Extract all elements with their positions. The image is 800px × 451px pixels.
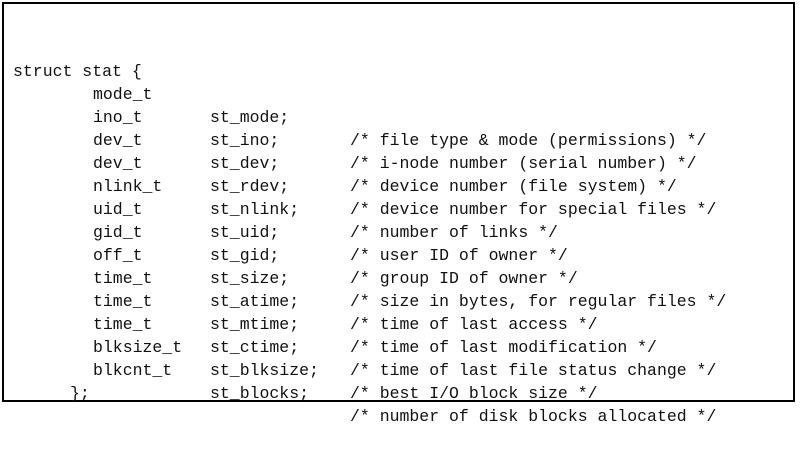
- field-line: blkcnt_t st_blocks; /* number of disk bl…: [4, 336, 716, 426]
- field-comment: /* user ID of owner */: [350, 246, 568, 265]
- field-line: ino_t st_ino; /* i-node number (serial n…: [4, 83, 697, 173]
- field-name: st_mode;: [210, 108, 290, 127]
- field-type: blkcnt_t: [93, 361, 173, 380]
- field-name: st_mtime;: [210, 315, 300, 334]
- field-name: st_atime;: [210, 292, 300, 311]
- field-line: time_t st_ctime; /* time of last file st…: [4, 290, 716, 380]
- field-comment: /* number of links */: [350, 223, 558, 242]
- field-type: uid_t: [93, 200, 143, 219]
- field-comment: /* device number (file system) */: [350, 177, 677, 196]
- field-name: st_rdev;: [210, 177, 290, 196]
- field-line: time_t st_atime; /* time of last access …: [4, 244, 598, 334]
- field-type: dev_t: [93, 154, 143, 173]
- struct-header-line: struct stat {: [4, 37, 142, 81]
- field-comment: /* best I/O block size */: [350, 384, 598, 403]
- field-comment: /* number of disk blocks allocated */: [350, 407, 717, 426]
- field-name: st_ctime;: [210, 338, 300, 357]
- field-line: nlink_t st_nlink; /* number of links */: [4, 152, 558, 242]
- field-type: time_t: [93, 269, 153, 288]
- field-line: dev_t st_rdev; /* device number for spec…: [4, 129, 716, 219]
- field-line: uid_t st_uid; /* user ID of owner */: [4, 175, 568, 265]
- struct-footer: };: [70, 384, 90, 403]
- field-name: st_blocks;: [210, 384, 310, 403]
- field-line: blksize_t st_blksize; /* best I/O block …: [4, 313, 598, 403]
- field-name: st_gid;: [210, 246, 280, 265]
- field-comment: /* size in bytes, for regular files */: [350, 292, 727, 311]
- field-line: dev_t st_dev; /* device number (file sys…: [4, 106, 677, 196]
- field-type: dev_t: [93, 131, 143, 150]
- field-type: time_t: [93, 292, 153, 311]
- field-line: mode_t st_mode; /* file type & mode (per…: [4, 60, 706, 150]
- field-name: st_size;: [210, 269, 290, 288]
- field-comment: /* time of last modification */: [350, 338, 657, 357]
- field-comment: /* i-node number (serial number) */: [350, 154, 697, 173]
- field-type: time_t: [93, 315, 153, 334]
- field-type: ino_t: [93, 108, 143, 127]
- field-comment: /* time of last file status change */: [350, 361, 717, 380]
- field-line: off_t st_size; /* size in bytes, for reg…: [4, 221, 726, 311]
- field-name: st_nlink;: [210, 200, 300, 219]
- field-name: st_blksize;: [210, 361, 319, 380]
- field-type: nlink_t: [93, 177, 163, 196]
- field-comment: /* device number for special files */: [350, 200, 717, 219]
- field-type: gid_t: [93, 223, 143, 242]
- field-line: time_t st_mtime; /* time of last modific…: [4, 267, 657, 357]
- field-type: off_t: [93, 246, 143, 265]
- field-comment: /* file type & mode (permissions) */: [350, 131, 707, 150]
- field-type: mode_t: [93, 85, 153, 104]
- field-line: gid_t st_gid; /* group ID of owner */: [4, 198, 578, 288]
- field-name: st_ino;: [210, 131, 280, 150]
- struct-footer-line: };: [4, 359, 90, 403]
- struct-header: struct stat {: [13, 62, 142, 81]
- field-name: st_uid;: [210, 223, 280, 242]
- field-comment: /* group ID of owner */: [350, 269, 578, 288]
- field-type: blksize_t: [93, 338, 183, 357]
- field-name: st_dev;: [210, 154, 280, 173]
- struct-stat-code-block: struct stat { mode_t st_mode; /* file ty…: [4, 4, 793, 426]
- code-frame: struct stat { mode_t st_mode; /* file ty…: [2, 2, 795, 426]
- field-comment: /* time of last access */: [350, 315, 598, 334]
